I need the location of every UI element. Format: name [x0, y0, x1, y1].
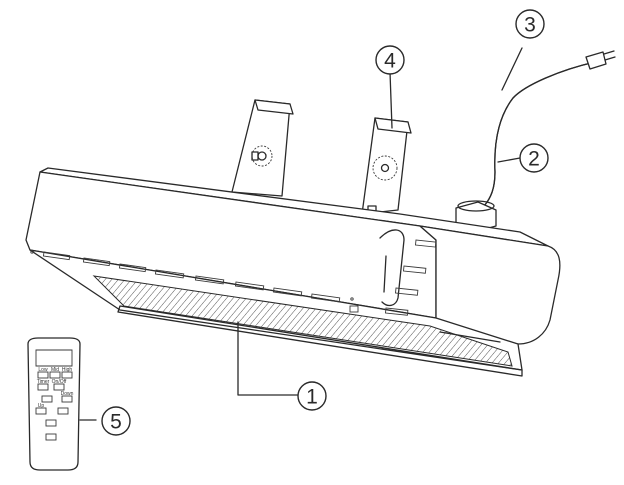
remote-key: Mid	[49, 367, 61, 379]
callout-1: 1	[297, 381, 327, 411]
power-cord	[483, 50, 616, 207]
remote-key-label: Timer	[37, 379, 50, 385]
callout-5: 5	[101, 406, 131, 436]
remote-key-label: High	[62, 367, 73, 373]
mounting-brackets	[231, 99, 412, 217]
remote-key	[45, 433, 57, 441]
leader-lines	[79, 47, 523, 421]
callout-3-label: 3	[524, 14, 536, 37]
callout-5-label: 5	[110, 411, 122, 434]
callout-2: 2	[519, 143, 549, 173]
remote-key	[57, 407, 69, 415]
callout-2-label: 2	[528, 148, 540, 171]
callout-4-label: 4	[384, 50, 396, 73]
remote-key-label: On/Off	[52, 379, 67, 385]
remote-key	[41, 395, 53, 403]
remote-key-label: Low	[38, 367, 48, 373]
callout-4: 4	[375, 45, 405, 75]
remote-key-label: Down	[61, 391, 74, 397]
remote-key: Timer	[37, 379, 50, 391]
remote-key-label: Up	[38, 403, 45, 409]
remote-key: High	[61, 367, 73, 379]
remote-key: Low	[37, 367, 49, 379]
remote-key	[45, 419, 57, 427]
heater-housing	[25, 167, 561, 377]
remote-key: Up	[35, 403, 47, 415]
remote-key-label: Mid	[51, 367, 59, 373]
remote-key: On/Off	[52, 379, 67, 391]
remote-key: Down	[61, 391, 74, 403]
callout-3: 3	[515, 9, 545, 39]
callout-1-label: 1	[306, 386, 318, 409]
vent-slots	[30, 250, 354, 303]
